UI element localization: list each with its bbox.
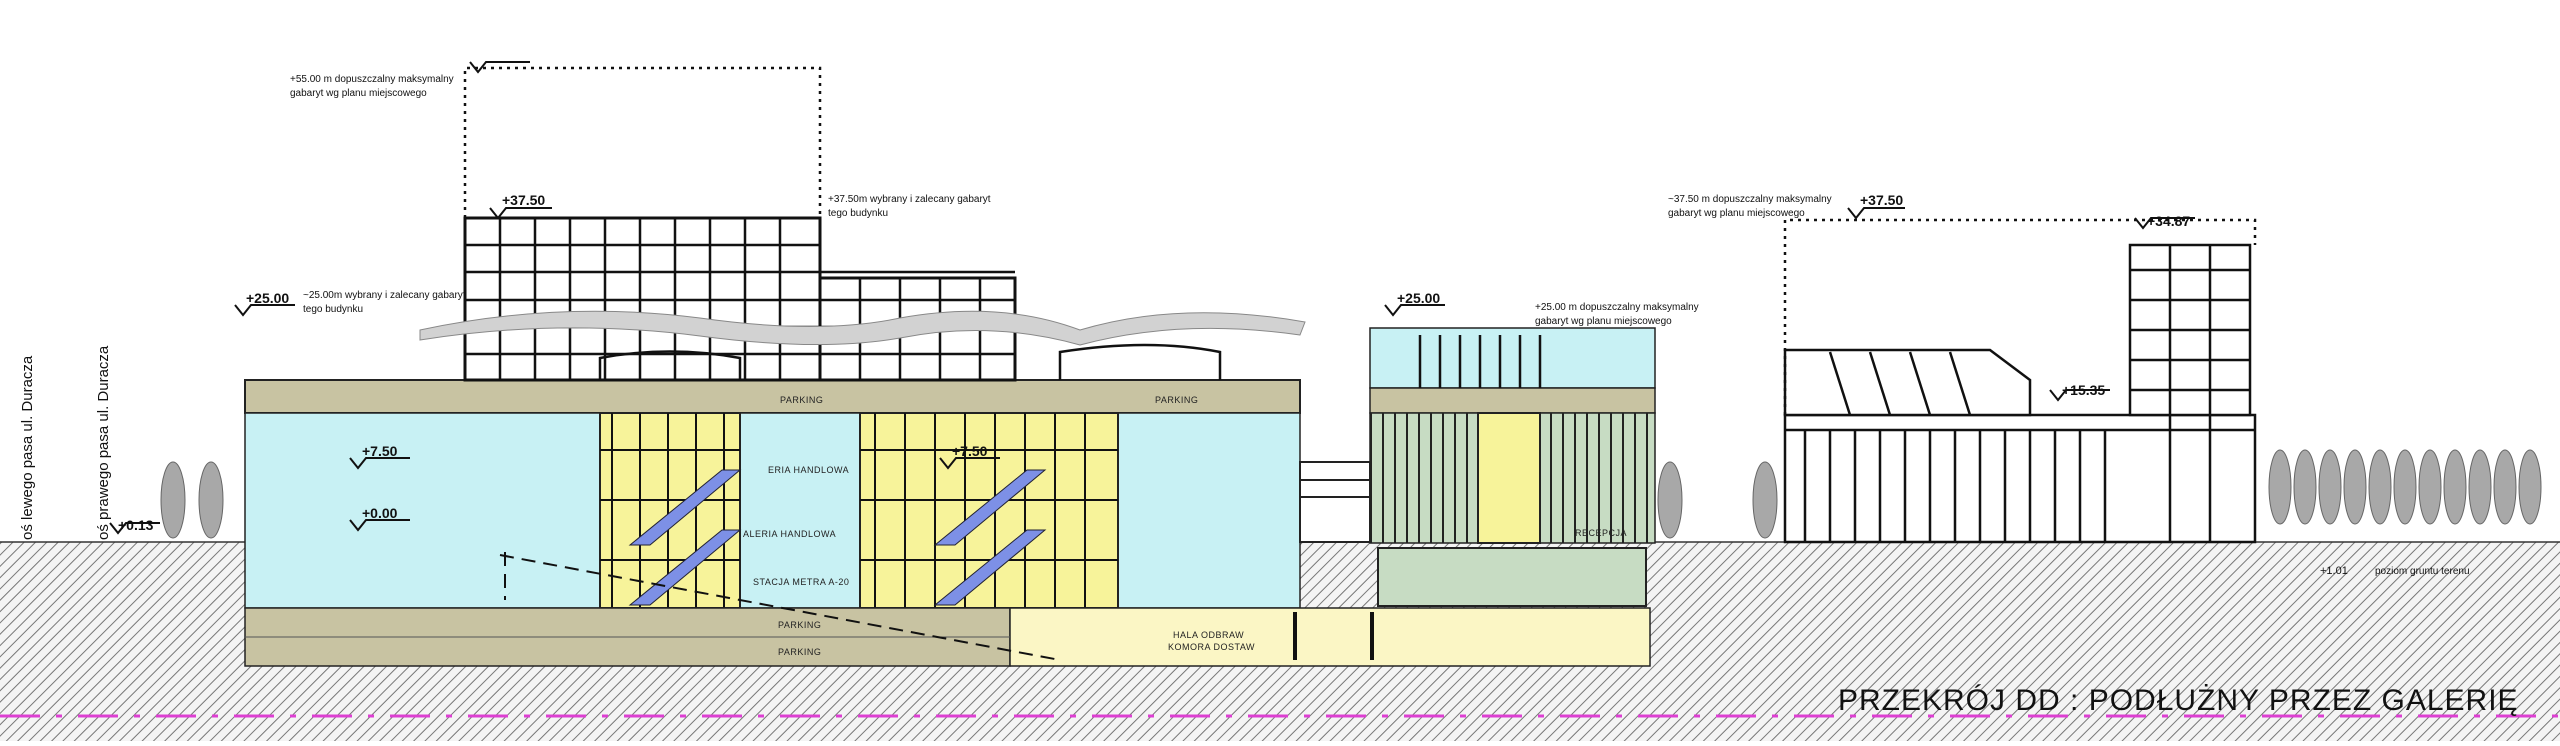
trees: [160, 449, 2542, 539]
note-chosen25-1: ~25.00m wybrany i zalecany gabaryt: [303, 290, 466, 301]
room-reception: RECEPCJA: [1575, 528, 1627, 538]
note-chosen3750-1: +37.50m wybrany i zalecany gabaryt: [828, 194, 991, 205]
note-max3750-1: ~37.50 m dopuszczalny maksymalny: [1668, 194, 1832, 205]
east-top-cyan: [1369, 327, 1656, 389]
room-parking-roof-a: PARKING: [780, 395, 823, 405]
level-750-mid: +7.50: [952, 443, 988, 459]
main-body-cyan: [244, 412, 1301, 609]
level-street: +0.13: [118, 517, 154, 533]
room-metro: STACJA METRA A-20: [753, 577, 849, 587]
escalators: [628, 469, 1047, 606]
right-building: [1783, 243, 2257, 544]
note-max25-2: gabaryt wg planu miejscowego: [1535, 316, 1672, 327]
level-3750-right: +37.50: [1860, 192, 1903, 208]
room-parking-roof-b: PARKING: [1155, 395, 1198, 405]
room-delivery-2: KOMORA DOSTAW: [1168, 642, 1255, 652]
note-ground-right: poziom gruntu terenu: [2375, 566, 2470, 577]
room-parking-low-a: PARKING: [778, 620, 821, 630]
note-max25-1: +25.00 m dopuszczalny maksymalny: [1535, 302, 1699, 313]
room-hall-upper: ERIA HANDLOWA: [768, 465, 849, 475]
level-25-east: +25.00: [1397, 290, 1440, 306]
structural-columns: [1293, 612, 1374, 660]
note-max3750-2: gabaryt wg planu miejscowego: [1668, 208, 1805, 219]
roof-parking-slab: [244, 379, 1301, 414]
connector: [1299, 461, 1371, 543]
level-750-left: +7.50: [362, 443, 398, 459]
level-000-left: +0.00: [362, 505, 398, 521]
right-building-grid: [1785, 245, 2255, 542]
east-core-yellow: [1477, 412, 1541, 544]
room-parking-low-b: PARKING: [778, 647, 821, 657]
street-right-lane: oś prawego pasa ul. Duracza: [95, 345, 112, 540]
level-3750-main: +37.50: [502, 192, 545, 208]
metro-tunnel: [499, 552, 1061, 661]
envelope-lines: [463, 66, 2257, 415]
note-chosen25-2: tego budynku: [303, 304, 363, 315]
glazed-dome: [598, 350, 742, 380]
room-hall-lower: ALERIA HANDLOWA: [743, 529, 836, 539]
street-left-lane: oś lewego pasa ul. Duracza: [19, 355, 36, 540]
glazed-canopy-right: [1058, 343, 1222, 380]
delivery-hall: [1009, 607, 1651, 667]
level-ground-right: +1.01: [2320, 565, 2348, 577]
level-1535-right: +15.35: [2062, 382, 2105, 398]
roof-canopy: [419, 310, 1306, 346]
east-top-grid: [1418, 335, 1542, 388]
level-25-left: +25.00: [246, 290, 289, 306]
note-chosen3750-2: tego budynku: [828, 208, 888, 219]
east-slab: [1369, 387, 1656, 414]
note-max55-1: +55.00 m dopuszczalny maksymalny: [290, 74, 454, 85]
east-basement: [1377, 547, 1647, 607]
note-max55-2: gabaryt wg planu miejscowego: [290, 88, 427, 99]
level-3487-right: +34.87: [2147, 213, 2190, 229]
drawing-title: PRZEKRÓJ DD : PODŁUŻNY PRZEZ GALERIĘ: [1838, 684, 2519, 717]
room-delivery-1: HALA ODBRAW: [1173, 630, 1244, 640]
level-markers: [109, 61, 2195, 535]
